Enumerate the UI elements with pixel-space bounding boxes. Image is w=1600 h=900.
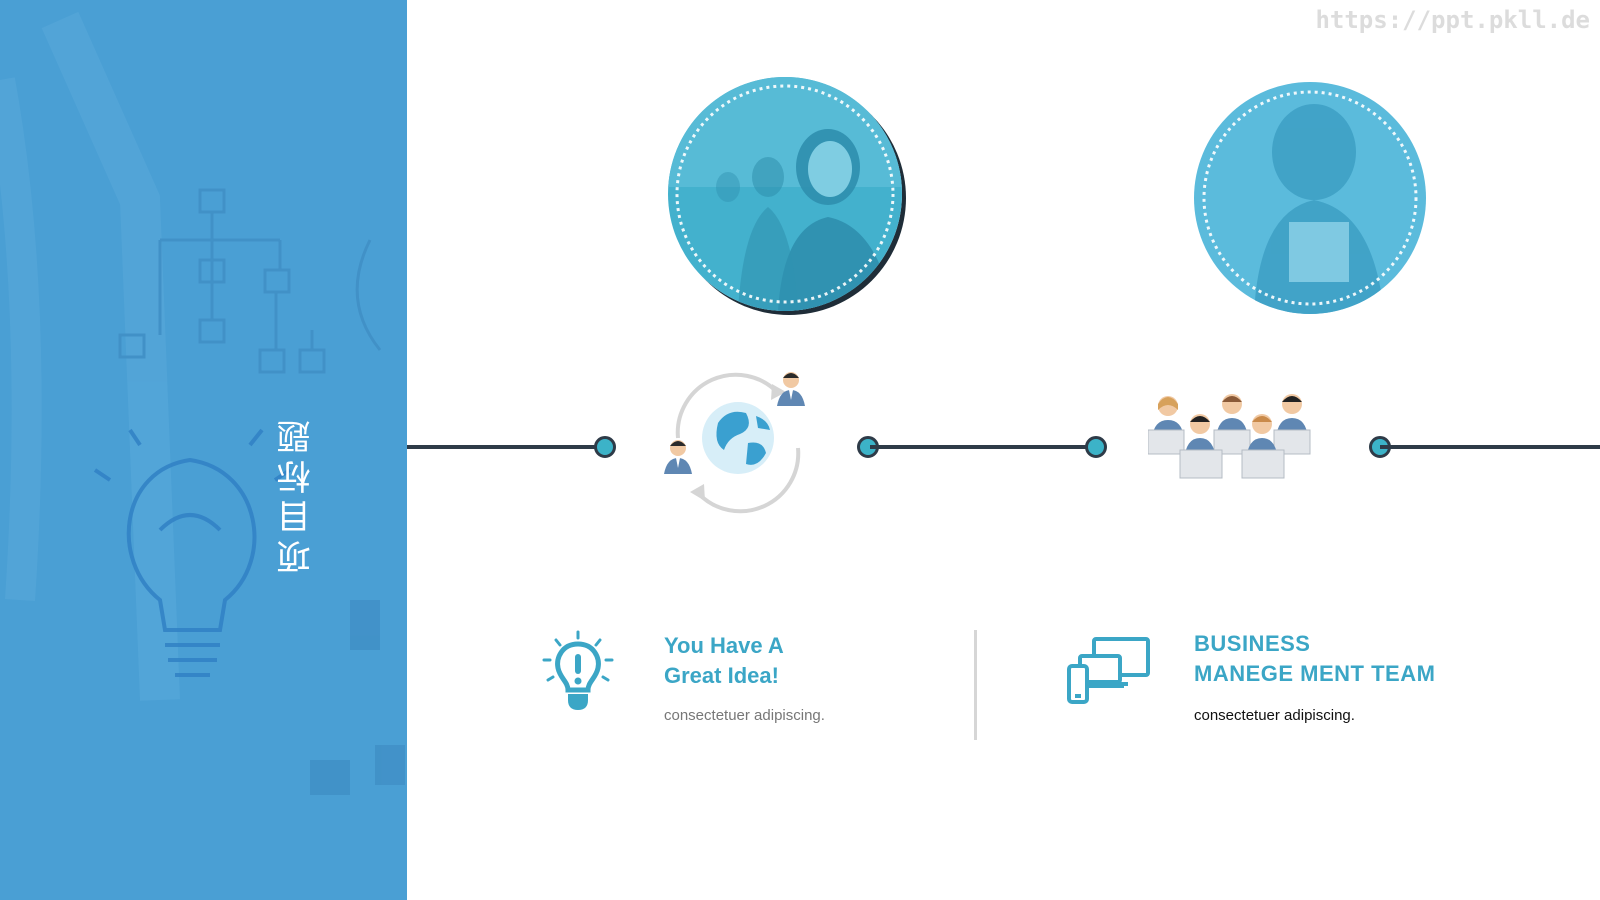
timeline-segment-2 [870, 445, 1096, 449]
timeline-segment-1 [407, 445, 597, 449]
support-team-icon [1147, 390, 1318, 490]
photo-call-center [668, 77, 902, 311]
side-panel-background-illustration [0, 11, 405, 795]
watermark-url: https://ppt.pkll.de [1315, 6, 1590, 34]
global-exchange-icon [658, 368, 818, 523]
timeline-segment-3 [1380, 445, 1600, 449]
side-panel: 项目标题 [0, 0, 407, 900]
block-1-title-line-1: You Have A [664, 633, 784, 658]
side-title: 项目标题 [277, 414, 317, 574]
block-1-title: You Have A Great Idea! [664, 631, 784, 691]
divider [974, 630, 977, 740]
timeline-dot-1 [594, 436, 616, 458]
block-2-title-line-1: BUSINESS [1194, 631, 1311, 656]
block-2-text: consectetuer adipiscing. [1194, 707, 1355, 724]
lightbulb-icon [540, 630, 616, 717]
photo-smiling-man [1194, 82, 1426, 314]
timeline-dot-3 [1085, 436, 1107, 458]
block-2-title-line-2: MANEGE MENT TEAM [1194, 661, 1436, 686]
block-1-title-line-2: Great Idea! [664, 663, 779, 688]
block-1-text: consectetuer adipiscing. [664, 707, 825, 724]
multi-device-icon [1066, 636, 1152, 711]
block-2-title: BUSINESS MANEGE MENT TEAM [1194, 629, 1435, 689]
